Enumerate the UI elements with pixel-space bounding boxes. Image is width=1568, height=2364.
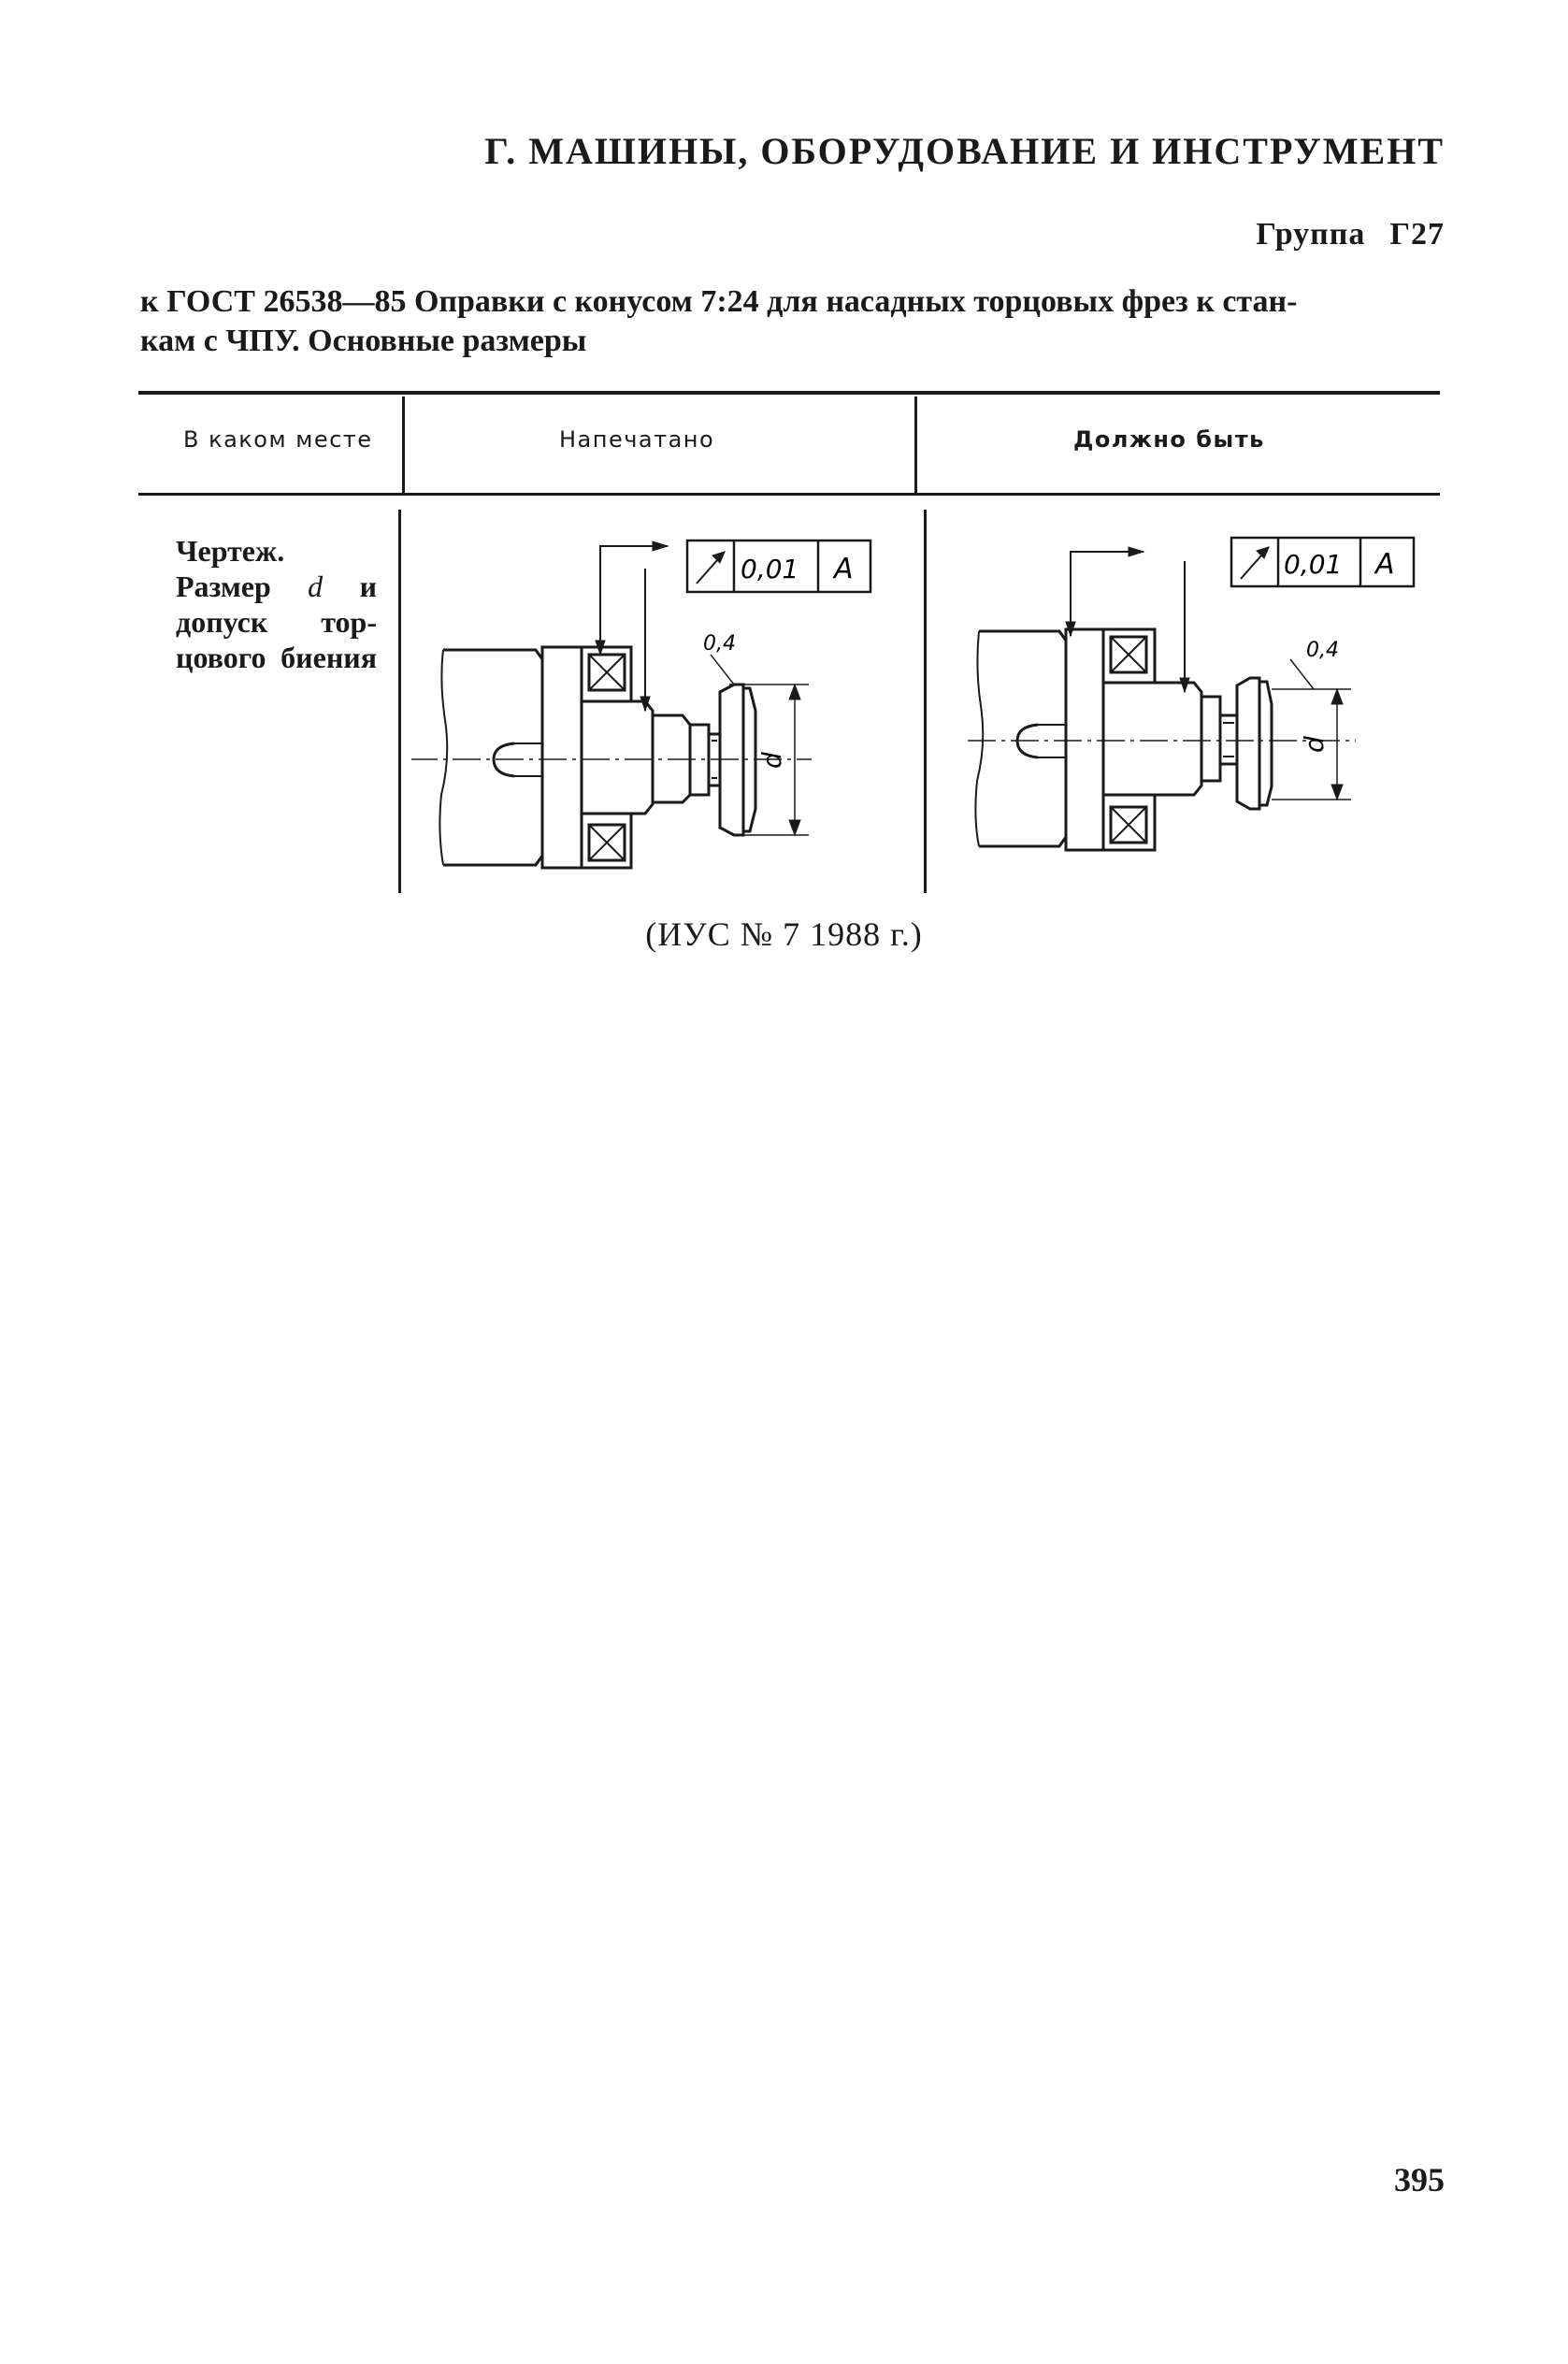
correct-tolerance-value: 0,01 — [1284, 549, 1342, 580]
column-divider-1-head — [402, 396, 405, 493]
place-line4: цового биения — [176, 641, 377, 674]
flange — [540, 645, 583, 870]
place-line2-variable: d — [308, 569, 324, 603]
place-line2-prefix: Размер — [176, 569, 309, 603]
group-code: Г27 — [1389, 217, 1445, 252]
correct-surface-note: 0,4 — [1306, 639, 1339, 662]
table-top-rule — [138, 391, 1440, 395]
printed-dimension-d: d — [756, 752, 787, 769]
tolerance-frame — [685, 539, 872, 594]
printed-datum: A — [832, 553, 854, 585]
column-header-place: В каком месте — [183, 426, 373, 453]
place-line2-suffix: и — [323, 569, 377, 603]
source-note: (ИУС № 7 1988 г.) — [645, 915, 923, 953]
printed-tolerance-value: 0,01 — [741, 554, 798, 584]
table-header-rule — [138, 493, 1440, 496]
group-label-text: Группа — [1256, 217, 1366, 252]
place-line1: Чертеж. — [176, 534, 285, 568]
section-title: Г. МАШИНЫ, ОБОРУДОВАНИЕ И ИНСТРУМЕНТ — [484, 130, 1445, 172]
group-label: Группа Г27 — [1256, 217, 1445, 252]
column-divider-1-body — [398, 510, 401, 893]
printed-surface-note: 0,4 — [703, 632, 736, 656]
drawbar-knob — [492, 742, 515, 778]
column-header-printed: Напечатано — [559, 426, 715, 453]
document-reference-line1: к ГОСТ 26538—85 Оправки с конусом 7:24 д… — [140, 284, 1298, 319]
correct-datum: A — [1374, 548, 1395, 581]
column-header-should-be: Должно быть — [1073, 426, 1265, 453]
arbor-shank — [1201, 695, 1222, 783]
place-line2: Размер d и — [176, 569, 377, 604]
spindle-body — [979, 629, 1068, 848]
flange — [1064, 627, 1105, 852]
document-reference-line2: кам с ЧПУ. Основные размеры — [140, 324, 587, 358]
correct-drawing: 0,01 A 0,4 d — [968, 536, 1416, 852]
column-divider-2-body — [924, 510, 927, 893]
page-number: 395 — [1394, 2161, 1445, 2198]
printed-drawing: 0,01 A 0,4 d — [411, 539, 872, 870]
column-divider-2-head — [914, 396, 917, 493]
table-cell-place: Чертеж. Размер d и допуск тор- цового би… — [176, 533, 377, 675]
tolerance-frame — [1230, 536, 1416, 588]
correct-dimension-d: d — [1299, 736, 1330, 753]
cutter-collar — [1235, 676, 1261, 811]
place-line3: допуск тор- — [176, 605, 377, 639]
